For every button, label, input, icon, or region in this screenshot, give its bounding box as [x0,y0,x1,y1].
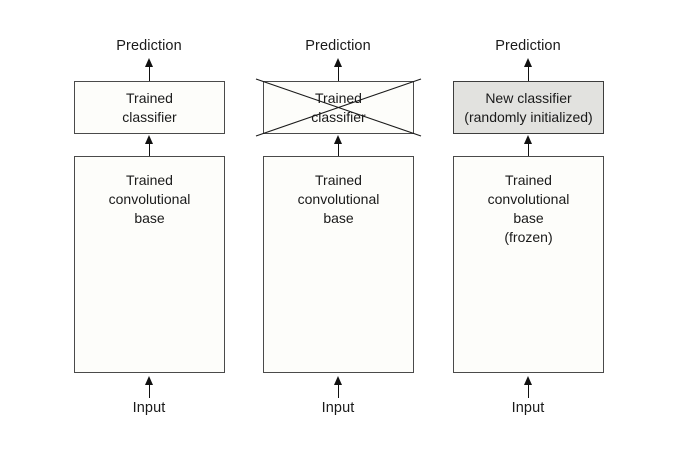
arrow-shaft [148,381,150,398]
arrow-head-icon [524,376,532,385]
trained-convolutional-base-box: Trained convolutional base [263,156,414,373]
diagram-column-classifier-discarded: Prediction Trained classifier Trained co… [225,0,451,453]
arrow-head-icon [524,58,532,67]
arrow-head-icon [524,135,532,144]
arrow-head-icon [145,135,153,144]
new-classifier-label: New classifier (randomly initialized) [464,90,593,125]
arrow-shaft [337,381,339,398]
arrow-head-icon [334,376,342,385]
trained-convolutional-base-box: Trained convolutional base [74,156,225,373]
diagram-column-new-classifier: Prediction New classifier (randomly init… [415,0,641,453]
trained-classifier-label: Trained classifier [122,90,177,125]
prediction-label: Prediction [116,38,182,54]
trained-convolutional-base-label: Trained convolutional base [297,172,380,226]
new-classifier-box: New classifier (randomly initialized) [453,81,604,134]
input-label: Input [132,400,166,416]
trained-classifier-label: Trained classifier [311,90,366,125]
input-label: Input [321,400,355,416]
arrow-head-icon [334,135,342,144]
prediction-label: Prediction [305,38,371,54]
frozen-convolutional-base-box: Trained convolutional base (frozen) [453,156,604,373]
arrow-shaft [527,140,529,156]
arrow-head-icon [145,376,153,385]
trained-classifier-box: Trained classifier [263,81,414,134]
arrow-shaft [148,63,150,81]
arrow-shaft [337,140,339,156]
arrow-shaft [527,63,529,81]
trained-convolutional-base-label: Trained convolutional base [108,172,191,226]
trained-classifier-box: Trained classifier [74,81,225,134]
frozen-convolutional-base-label: Trained convolutional base (frozen) [487,172,570,245]
prediction-label: Prediction [495,38,561,54]
arrow-head-icon [334,58,342,67]
arrow-shaft [527,381,529,398]
arrow-shaft [337,63,339,81]
diagram-column-pretrained-network: Prediction Trained classifier Trained co… [36,0,262,453]
arrow-shaft [148,140,150,156]
arrow-head-icon [145,58,153,67]
input-label: Input [511,400,545,416]
